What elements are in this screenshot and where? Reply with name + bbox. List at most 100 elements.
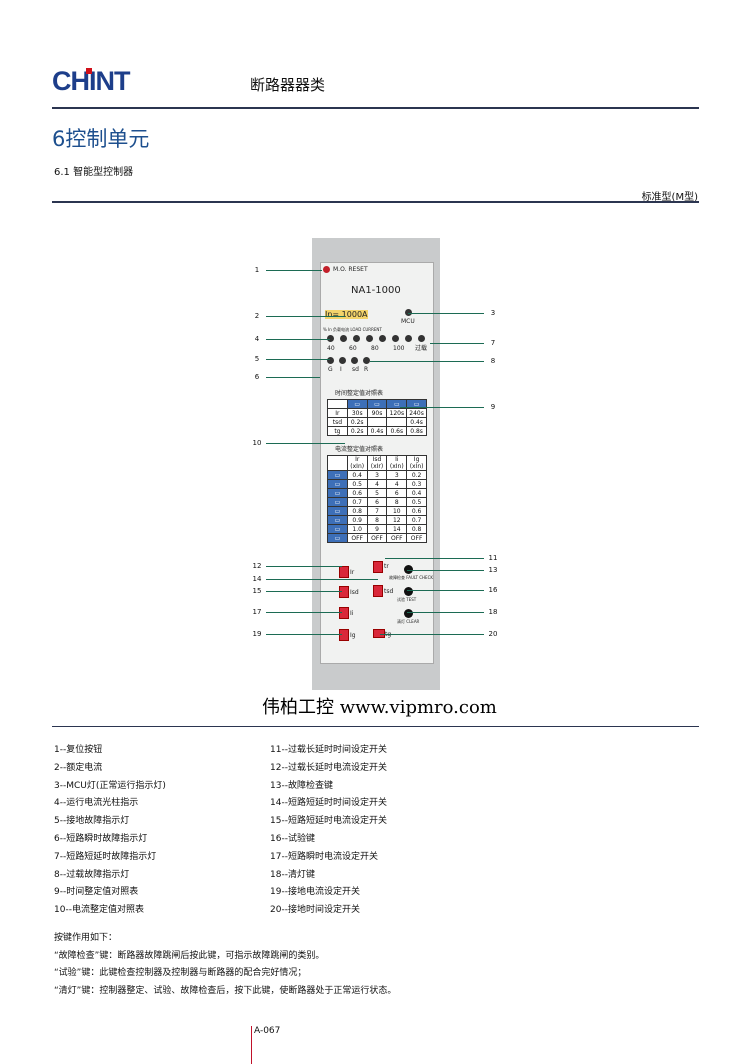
table-cell: 90s [366, 408, 388, 418]
table-cell: 4 [366, 479, 388, 489]
table-cell: 0.6 [346, 488, 368, 498]
bar-led [392, 335, 399, 342]
callout-line [408, 313, 484, 314]
table-cell: 0.6 [406, 506, 427, 516]
indicator-label: R [364, 366, 369, 373]
ig-label: Ig [350, 632, 356, 639]
dip-icon: ▭ [327, 515, 348, 525]
callout-number: 1 [254, 266, 260, 274]
bar-label: 80 [371, 345, 379, 352]
callout-number: 5 [254, 355, 260, 363]
legend-item: 7--短路短延时故障指示灯 [54, 851, 157, 862]
table-cell: 6 [366, 497, 388, 507]
ir-label: Ir [350, 569, 355, 576]
tsd-label: tsd [384, 588, 394, 595]
callout-line [266, 339, 330, 340]
ii-switch[interactable] [339, 607, 349, 619]
callout-line [266, 591, 342, 592]
test-button[interactable] [404, 587, 413, 596]
dip-icon: ▭ [327, 470, 348, 480]
legend-item: 9--时间整定值对照表 [54, 887, 139, 898]
current-table-title: 电流整定值对照表 [335, 446, 384, 453]
table-cell: 8 [366, 515, 388, 525]
fault-indicator-led [339, 357, 346, 364]
ii-label: Ii [350, 610, 354, 617]
callout-number: 11 [488, 554, 498, 562]
callout-line [266, 566, 342, 567]
callout-line [430, 343, 484, 344]
legend-item: 6--短路瞬时故障指示灯 [54, 833, 148, 844]
fault-check-button[interactable] [404, 565, 413, 574]
ir-switch[interactable] [339, 566, 349, 578]
table-cell: 0.8s [406, 426, 427, 436]
table-header: Ig (xIn) [406, 455, 427, 471]
tr-switch[interactable] [373, 561, 383, 573]
legend-item: 11--过载长延时时间设定开关 [270, 745, 387, 755]
callout-number: 14 [252, 575, 262, 583]
table-cell: OFF [366, 533, 388, 543]
mcu-label: MCU [401, 318, 415, 325]
indicator-label: sd [352, 366, 359, 373]
cell [327, 455, 348, 471]
table-cell [386, 417, 408, 427]
callout-line [266, 634, 342, 635]
table-cell: 6 [386, 488, 408, 498]
callout-line [266, 359, 330, 360]
legend-item: 18--清灯键 [270, 869, 315, 880]
callout-number: 19 [252, 630, 262, 638]
clear-button[interactable] [404, 609, 413, 618]
table-cell: 0.3 [406, 479, 427, 489]
callout-number: 3 [490, 309, 496, 317]
callout-number: 2 [254, 312, 260, 320]
callout-line [266, 316, 345, 317]
callout-line [266, 443, 345, 444]
table-cell: Ir [327, 408, 348, 418]
table-header: Ir (xIn) [346, 455, 368, 471]
table-cell: 0.2s [346, 426, 368, 436]
table-row: Ir (xIn)Isd (xIr)Ii (xIn)Ig (xIn) [327, 455, 427, 471]
callout-number: 13 [488, 566, 498, 574]
callout-line [400, 407, 484, 408]
tr-label: tr [384, 563, 389, 570]
table-cell: 5 [366, 488, 388, 498]
table-cell: OFF [386, 533, 408, 543]
legend-item: 2--额定电流 [54, 762, 103, 773]
legend-item: 3--MCU灯(正常运行指示灯) [54, 780, 166, 791]
tsd-switch[interactable] [373, 585, 383, 597]
ig-switch[interactable] [339, 629, 349, 641]
table-cell: tsd [327, 417, 348, 427]
isd-switch[interactable] [339, 586, 349, 598]
note-line: 按键作用如下： [54, 933, 118, 943]
table-cell: 30s [346, 408, 368, 418]
legend-item: 15--短路短延时电流设定开关 [270, 816, 387, 827]
button-notes: 按键作用如下：“故障检查”键：断路器故障跳闸后按此键，可指示故障跳闸的类别。“试… [54, 930, 396, 1000]
callout-number: 8 [490, 357, 496, 365]
clear-label: 清灯 CLEAR [397, 619, 420, 624]
table-cell: 14 [386, 524, 408, 534]
table-cell: tg [327, 426, 348, 436]
bar-led [327, 335, 334, 342]
page-number: A-067 [251, 1026, 280, 1064]
table-cell: 7 [366, 506, 388, 516]
fault-indicator-led [363, 357, 370, 364]
subsection-title: 6.1 智能型控制器 [54, 167, 134, 178]
callout-line [266, 579, 378, 580]
table-cell: 0.7 [346, 497, 368, 507]
callout-line [266, 377, 320, 378]
tg-switch[interactable] [373, 629, 385, 638]
legend-item: 5--接地故障指示灯 [54, 816, 130, 827]
callout-number: 18 [488, 608, 498, 616]
watermark: 伟柏工控 www.vipmro.com [262, 697, 497, 718]
legend-item: 16--试验键 [270, 833, 315, 844]
bar-led [405, 335, 412, 342]
